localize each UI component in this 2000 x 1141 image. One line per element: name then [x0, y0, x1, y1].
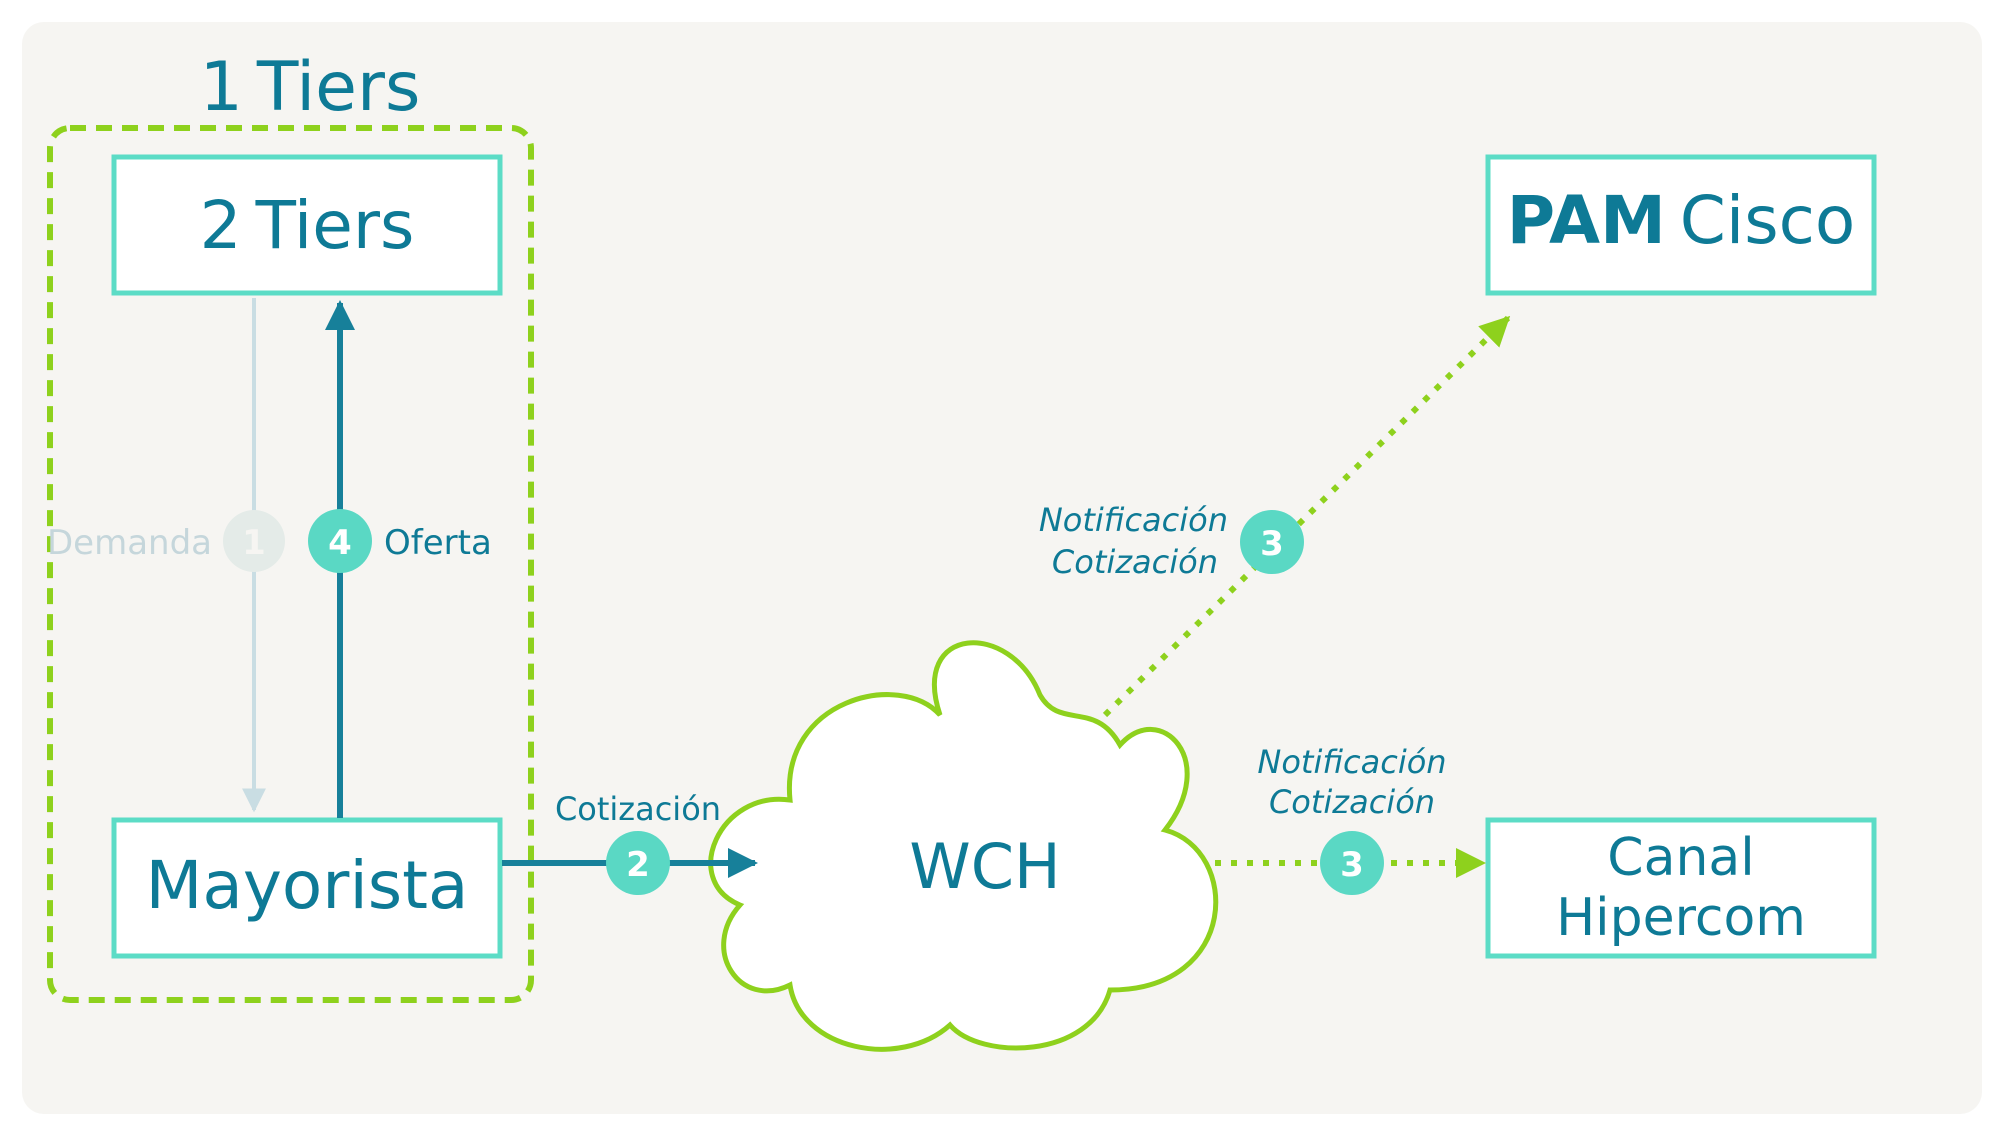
notif-pam-line2: Cotización [1052, 543, 1218, 581]
oferta-step-number: 4 [328, 523, 352, 563]
two-tiers-number: 2 [200, 187, 242, 264]
notif-canal-step-badge [1320, 831, 1384, 895]
notif-pam-step-badge [1240, 510, 1304, 574]
mayorista-label: Mayorista [145, 847, 468, 924]
cotizacion-label: Cotización [555, 790, 721, 828]
edge-notificacion-canal: 3 Notificación Cotización [1215, 743, 1486, 895]
tier-group-boundary [47, 125, 534, 1003]
tier-group-word: Tiers [256, 48, 421, 127]
oferta-label: Oferta [384, 523, 492, 563]
demanda-label: Demanda [47, 523, 212, 563]
edge-oferta: 4 Oferta [308, 300, 492, 818]
two-tiers-word: Tiers [255, 187, 415, 264]
pam-cisco-light: Cisco [1680, 182, 1855, 259]
oferta-step-badge [308, 509, 372, 573]
edge-cotizacion: 2 Cotización [502, 790, 758, 895]
node-mayorista: Mayorista [111, 817, 503, 959]
cotizacion-step-number: 2 [626, 845, 650, 885]
tier-group-number: 1 [200, 48, 243, 127]
node-canal-hipercom: Canal Hipercom [1485, 817, 1877, 959]
demanda-step-badge [223, 510, 285, 572]
notif-pam-line1: Notificación [1039, 501, 1228, 539]
wch-label: WCH [909, 830, 1060, 903]
notif-pam-step-number: 3 [1260, 524, 1284, 564]
demanda-step-number: 1 [242, 523, 266, 563]
pam-cisco-bold: PAM [1507, 182, 1666, 259]
notif-canal-line2: Cotización [1269, 783, 1435, 821]
notif-canal-step-number: 3 [1340, 845, 1364, 885]
cotizacion-step-badge [606, 831, 670, 895]
canal-hipercom-line1: Canal [1607, 828, 1754, 888]
edge-demanda: 1 Demanda [47, 298, 285, 813]
notif-canal-line1: Notificación [1257, 743, 1446, 781]
edge-notificacion-pam: 3 Notificación Cotización [1039, 315, 1511, 718]
cloud-shape [708, 640, 1219, 1052]
canal-hipercom-line2: Hipercom [1556, 888, 1806, 948]
node-wch-cloud: WCH [708, 640, 1219, 1052]
